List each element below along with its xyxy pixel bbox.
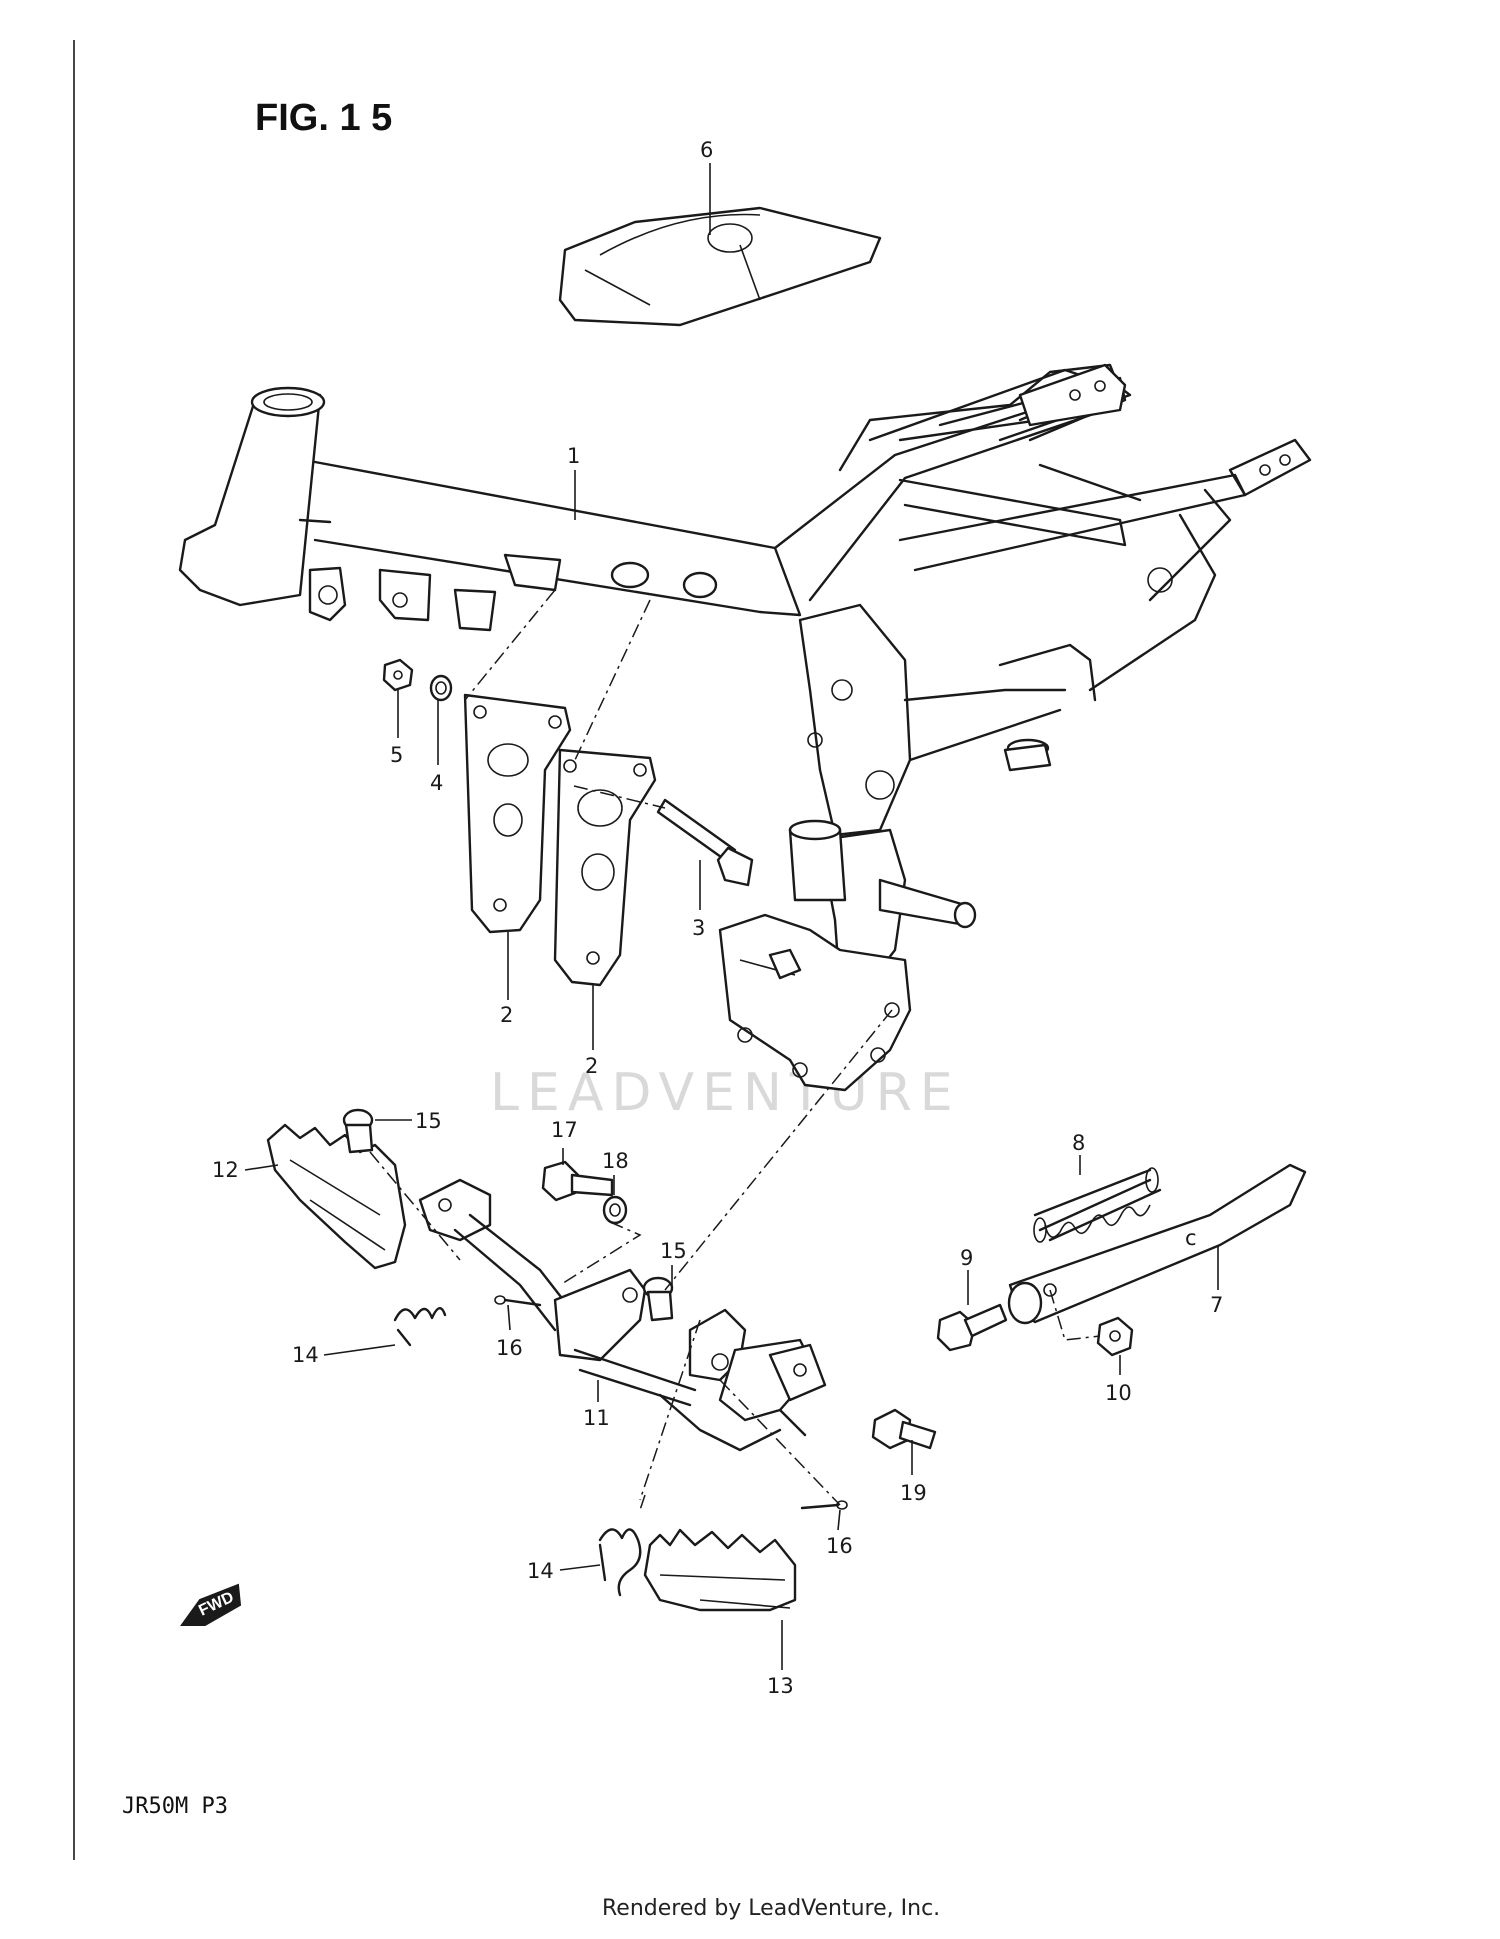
callout-17: 17 [551, 1118, 578, 1142]
watermark-text: LEADVENTURE [490, 1063, 961, 1123]
callout-9: 9 [960, 1246, 973, 1270]
callout-11: 11 [583, 1406, 610, 1430]
part-15-pin-lower[interactable] [642, 1276, 674, 1322]
callout-19: 19 [900, 1481, 927, 1505]
part-9-bolt[interactable] [936, 1303, 1008, 1352]
callout-10: 10 [1105, 1381, 1132, 1405]
callout-15-lower: 15 [660, 1239, 687, 1263]
part-2-bracket-right[interactable] [553, 748, 657, 987]
callout-4: 4 [430, 771, 443, 795]
callout-16-lower: 16 [826, 1534, 853, 1558]
callout-15-upper: 15 [415, 1109, 442, 1133]
part-10-nut[interactable] [1096, 1316, 1134, 1357]
figure-title: FIG. 1 5 [255, 97, 392, 139]
part-14-spring-upper[interactable] [393, 1307, 447, 1347]
part-5-nut[interactable] [382, 658, 414, 692]
part-2-bracket-left[interactable] [463, 693, 572, 934]
part-12-footpeg-left[interactable] [266, 1123, 407, 1270]
render-credit: Rendered by LeadVenture, Inc. [602, 1896, 940, 1921]
callout-3: 3 [692, 916, 705, 940]
callout-6: 6 [700, 138, 713, 162]
callout-2-left: 2 [500, 1003, 513, 1027]
callout-2-right: 2 [585, 1054, 598, 1078]
callout-8: 8 [1072, 1131, 1085, 1155]
part-4-washer[interactable] [429, 674, 453, 702]
callout-13: 13 [767, 1674, 794, 1698]
callout-14-upper: 14 [292, 1343, 319, 1367]
forward-direction-arrow: FWD [180, 1583, 242, 1626]
part-13-footpeg-right[interactable] [643, 1528, 797, 1612]
assembly-lines [369, 589, 1101, 1511]
part-1-frame[interactable] [178, 363, 1312, 1092]
stand-stamp: c [1185, 1226, 1197, 1250]
callout-1: 1 [567, 444, 580, 468]
part-19-bolt[interactable] [871, 1408, 937, 1450]
part-7-side-stand[interactable]: c [1007, 1163, 1307, 1325]
callout-16-upper: 16 [496, 1336, 523, 1360]
part-11-footpeg-bracket[interactable] [418, 1178, 827, 1452]
part-14-spring-lower[interactable] [598, 1528, 642, 1597]
callout-7: 7 [1210, 1293, 1223, 1317]
callout-leaders [244, 163, 1219, 1670]
callout-labels: 6 1 5 4 2 2 3 8 7 9 10 11 12 13 14 14 15… [212, 138, 1223, 1698]
part-3-bolt[interactable] [656, 798, 754, 887]
part-15-pin-upper[interactable] [342, 1108, 374, 1154]
callout-5: 5 [390, 743, 403, 767]
model-code: JR50M P3 [122, 1794, 228, 1819]
part-16-cotter-pin-upper[interactable] [494, 1295, 542, 1307]
part-6-tool-bag[interactable] [558, 206, 882, 327]
part-8-spring[interactable] [1033, 1167, 1162, 1243]
callout-14-lower: 14 [527, 1559, 554, 1583]
callout-12: 12 [212, 1158, 239, 1182]
part-16-cotter-pin-lower[interactable] [800, 1500, 848, 1510]
part-18-washer[interactable] [602, 1195, 628, 1225]
callout-18: 18 [602, 1149, 629, 1173]
part-17-bolt[interactable] [541, 1160, 614, 1202]
